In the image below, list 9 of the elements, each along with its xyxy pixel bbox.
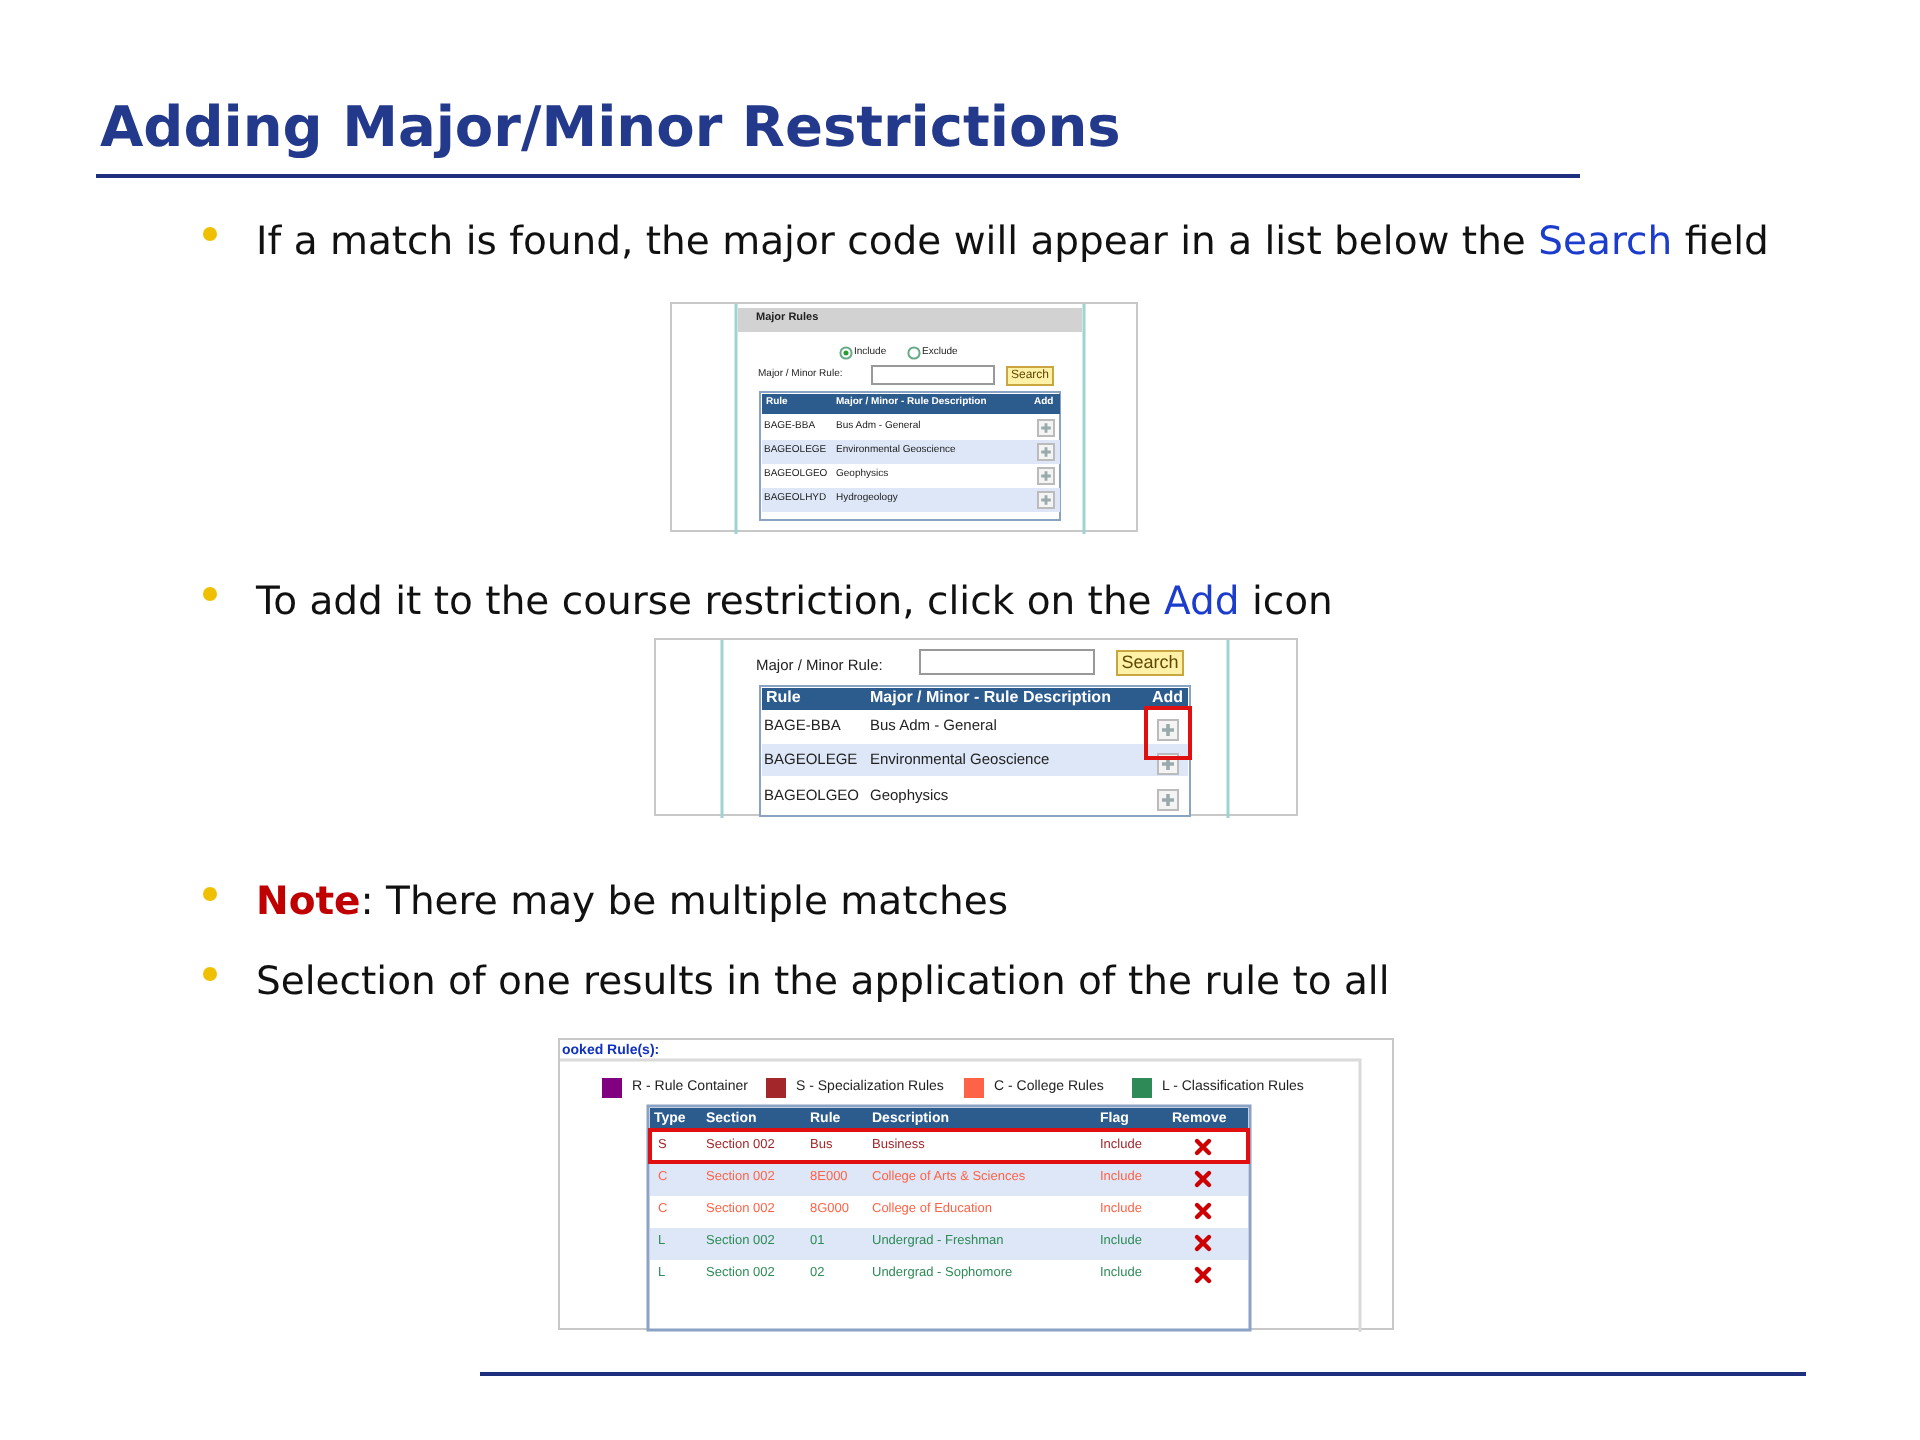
- slide-title: Adding Major/Minor Restrictions: [100, 94, 1121, 160]
- bullet-text: To add it to the course restriction, click on the Add icon: [256, 576, 1335, 628]
- column-header: Rule: [766, 690, 801, 707]
- bullet-text: Selection of one results in the application of the rule to all: [256, 956, 1392, 1008]
- column-header: Major / Minor - Rule Description: [870, 690, 1111, 707]
- bullet-text: Note: There may be multiple matches: [256, 876, 1010, 928]
- bullet-text: If a match is found, the major code will appear in a list below the Search field: [256, 216, 1771, 268]
- column-header: Add: [1152, 690, 1184, 707]
- search-button: Search: [1116, 650, 1184, 676]
